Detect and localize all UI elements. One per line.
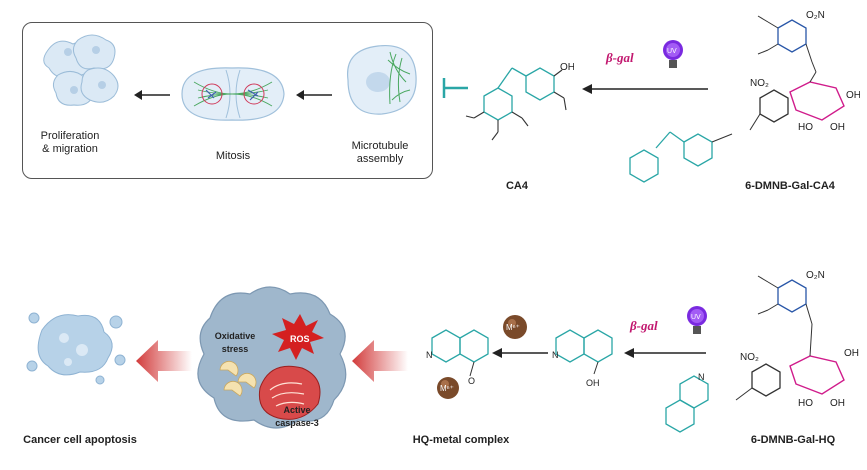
svg-text:N: N [426, 350, 433, 360]
svg-text:UV: UV [691, 314, 701, 321]
metal-ion-icon: Mⁿ⁺ [503, 315, 527, 339]
hq-metal-complex-label: HQ-metal complex [412, 434, 510, 446]
svg-text:N: N [698, 372, 705, 382]
svg-text:Mⁿ⁺: Mⁿ⁺ [506, 323, 520, 332]
svg-text:N: N [552, 350, 559, 360]
svg-text:O₂N: O₂N [806, 10, 825, 21]
inhibition-symbol [442, 78, 468, 98]
arrow-assembly-to-mitosis [296, 90, 332, 100]
prodrug-ca4-structure: O₂N OH OH HO NO₂ [629, 10, 860, 183]
prodrug-hq-label: 6-DMNB-Gal-HQ [750, 434, 836, 446]
svg-text:OH: OH [830, 398, 845, 409]
mitosis-label: Mitosis [215, 150, 251, 162]
svg-text:NO₂: NO₂ [750, 78, 769, 89]
svg-text:UV: UV [667, 48, 677, 55]
proliferation-label: Proliferation& migration [40, 130, 100, 155]
apoptosis-label: Cancer cell apoptosis [23, 434, 137, 446]
svg-text:HO: HO [798, 122, 813, 133]
oh-text: OH [560, 62, 574, 73]
top-reaction-arrow [582, 84, 708, 94]
uv-lamp-icon: UV [663, 40, 683, 68]
chelation-arrow [492, 348, 548, 358]
ca4-structure: OH [465, 62, 574, 141]
stressed-cell-icon: ROS [197, 286, 347, 429]
ca4-label: CA4 [505, 180, 528, 192]
prodrug-ca4-label: 6-DMNB-Gal-CA4 [745, 180, 835, 192]
beta-gal-label-top: β-gal [606, 50, 634, 65]
hq-metal-complex-structure: N O Mⁿ⁺ [426, 329, 489, 399]
apoptotic-cell-icon [26, 312, 126, 385]
microtubule-cell-icon [346, 44, 417, 115]
proliferating-cells-icon [43, 34, 119, 106]
svg-text:ROS: ROS [290, 334, 310, 344]
hq-structure: N OH [552, 329, 613, 388]
svg-text:Mⁿ⁺: Mⁿ⁺ [440, 384, 454, 393]
svg-text:O: O [468, 376, 475, 386]
svg-text:HO: HO [798, 398, 813, 409]
svg-text:OH: OH [830, 122, 845, 133]
svg-text:OH: OH [844, 348, 859, 359]
red-arrow-to-apoptosis [136, 340, 192, 382]
svg-text:OH: OH [586, 378, 600, 388]
svg-text:OH: OH [846, 90, 860, 101]
arrow-mitosis-to-proliferation [134, 90, 170, 100]
svg-text:NO₂: NO₂ [740, 352, 759, 363]
mitosis-cell-icon [181, 67, 285, 121]
prodrug-hq-structure: O₂N OH OH HO NO₂ N [665, 270, 859, 433]
beta-gal-label-bottom: β-gal [630, 318, 658, 333]
svg-text:O₂N: O₂N [806, 270, 825, 281]
red-arrow-to-cell [352, 340, 408, 382]
uv-lamp-icon-bottom: UV [687, 306, 707, 334]
bottom-reaction-arrow [624, 348, 706, 358]
